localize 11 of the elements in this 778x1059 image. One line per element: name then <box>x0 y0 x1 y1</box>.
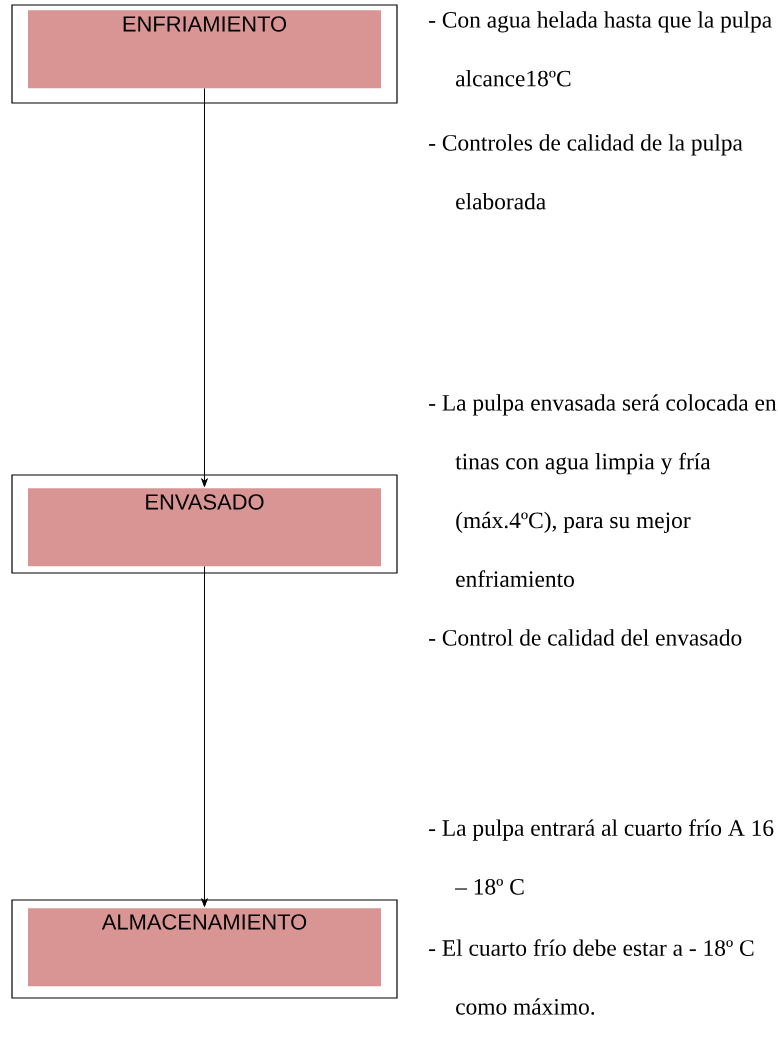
note-text: - Controles de calidad de la pulpa elaborada <box>429 134 743 210</box>
process-box: ALMACENAMIENTO <box>11 899 398 999</box>
note-text: - El cuarto frío debe estar a - 18º C como máximo. <box>429 939 754 1015</box>
note-text: - La pulpa entrará al cuarto frío A 16 – 18º C <box>429 819 774 895</box>
arrow <box>201 565 208 908</box>
note-text: - La pulpa envasada será colocada en tinas con agua limpia y fría (máx.4ºC), para su mejor enfriamiento <box>429 394 777 588</box>
note-text: - Control de calidad del envasado <box>429 629 742 646</box>
process-box: ENFRIAMIENTO <box>11 4 398 104</box>
note-text: - Con agua helada hasta que la pulpa alcance18ºC <box>429 11 772 87</box>
process-box: ENVASADO <box>11 474 398 574</box>
arrow <box>201 87 208 488</box>
